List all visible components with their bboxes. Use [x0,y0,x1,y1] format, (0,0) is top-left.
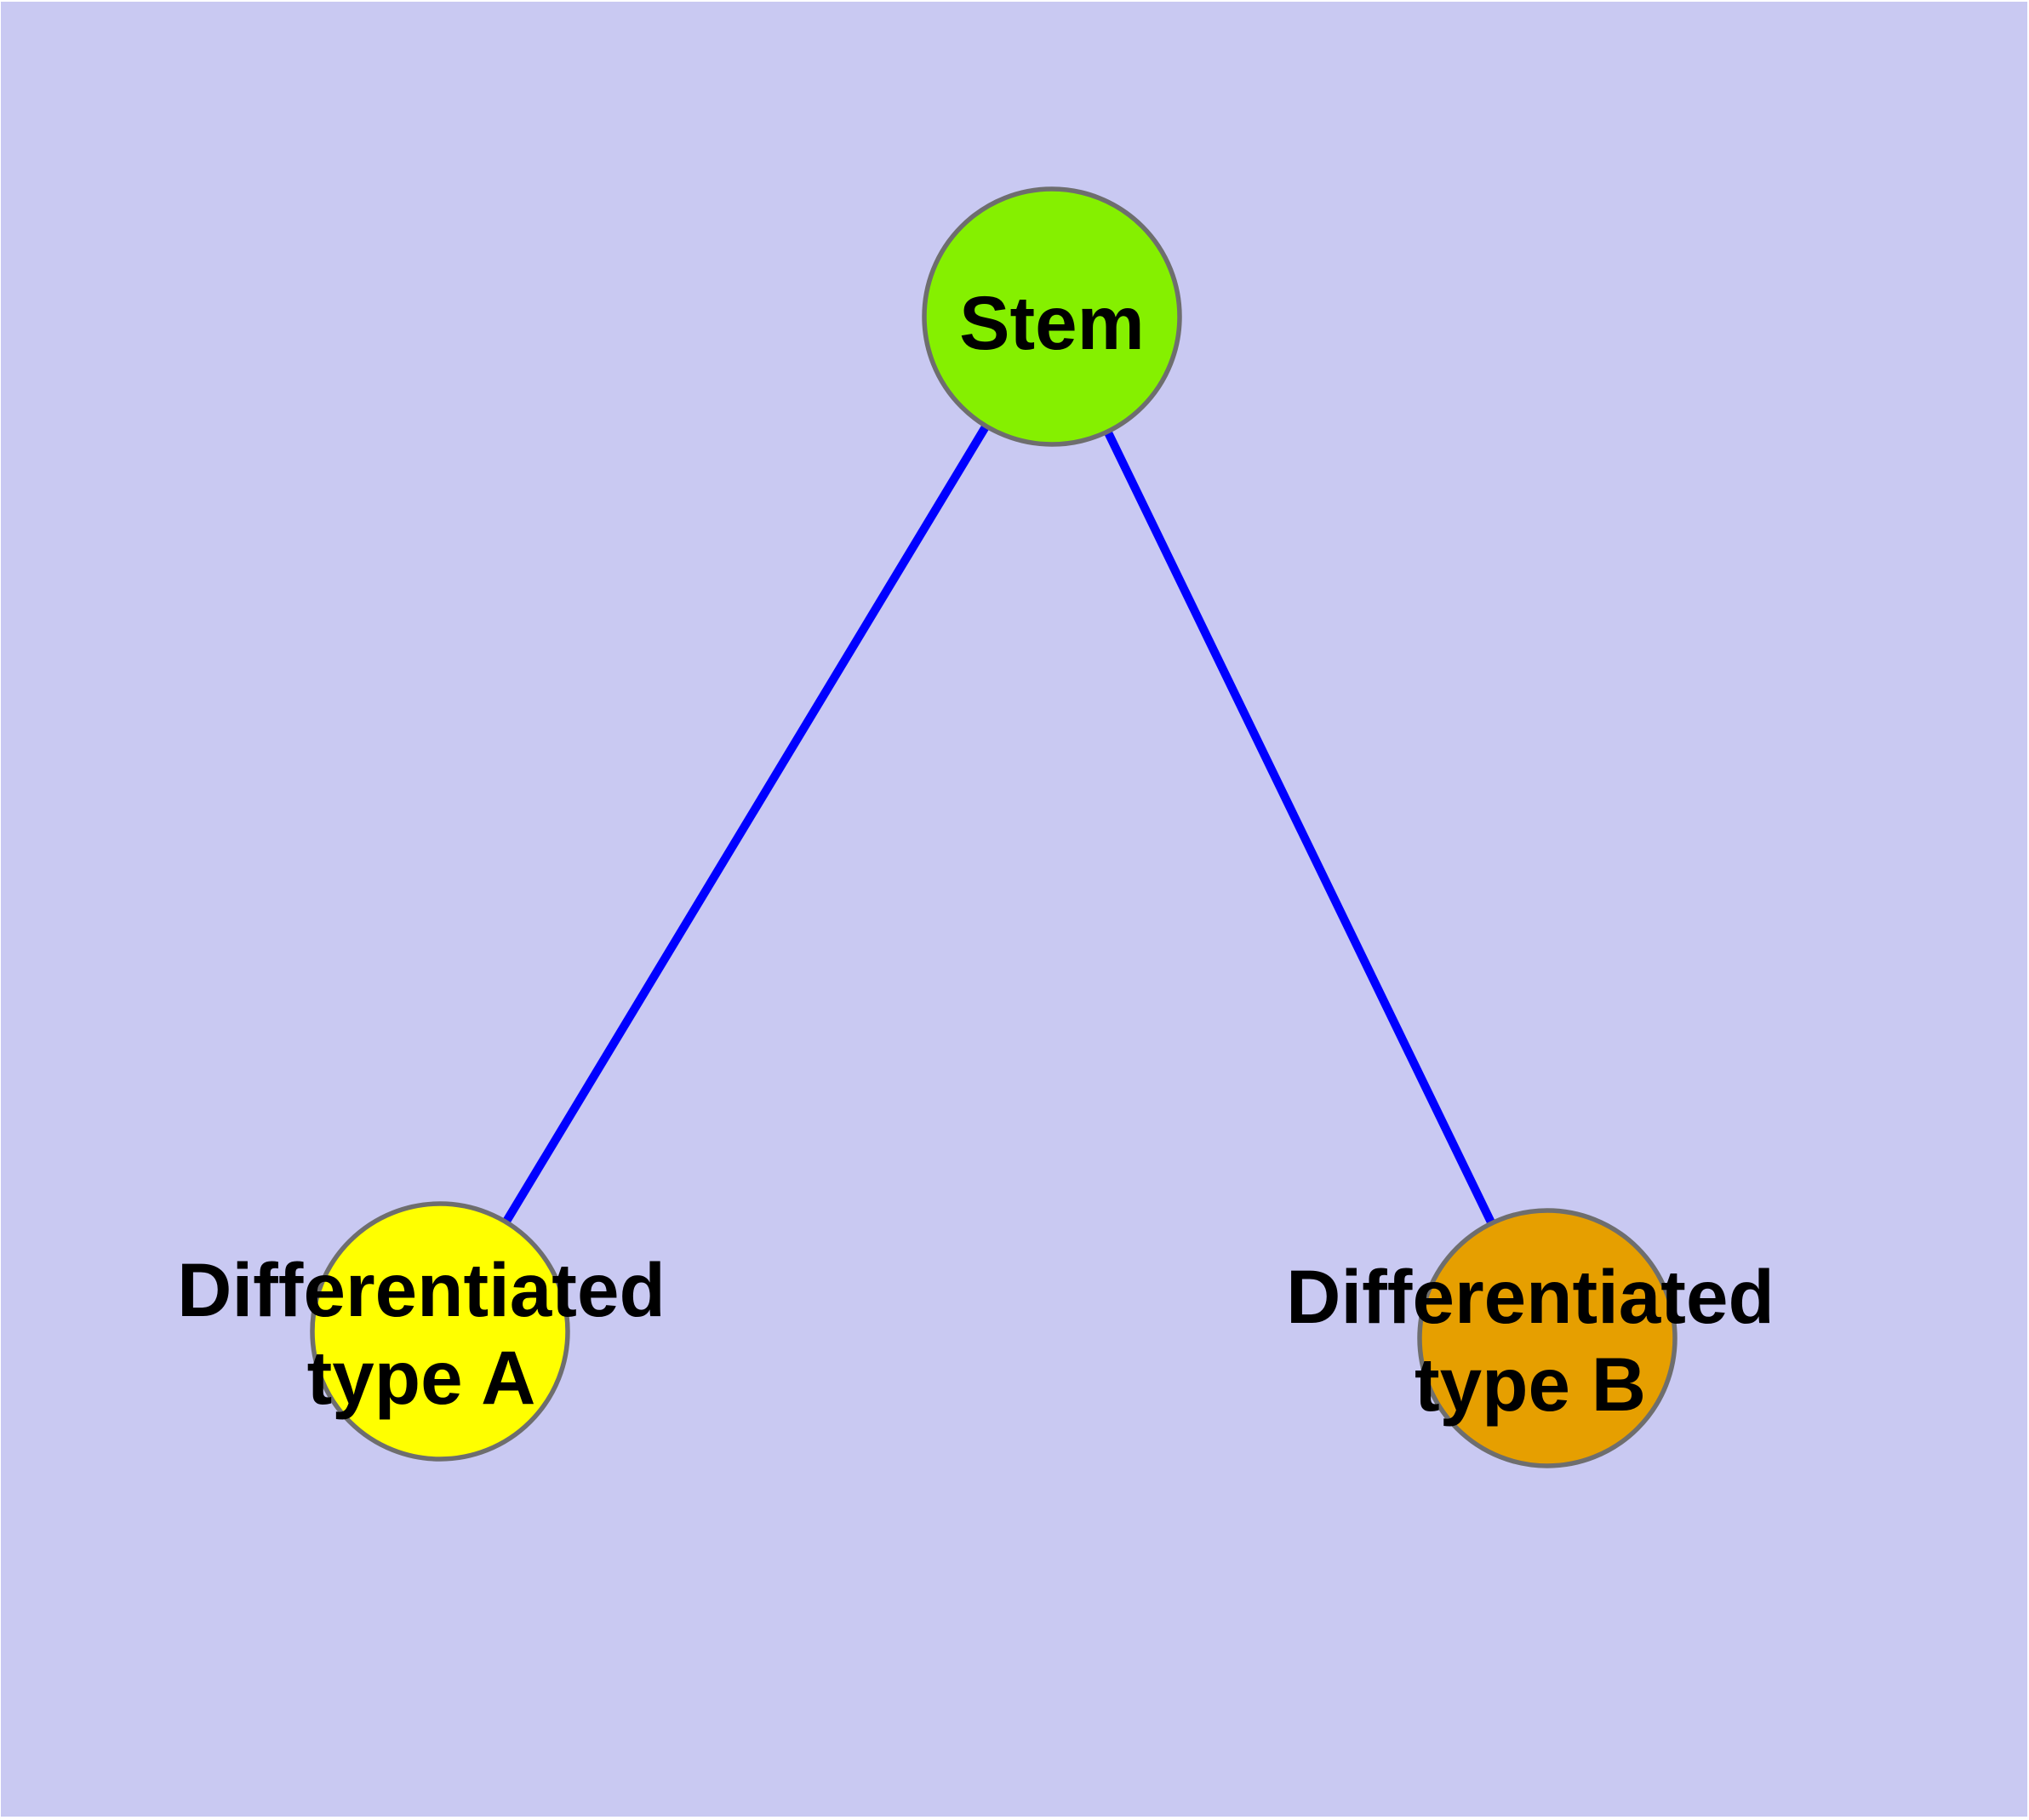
node-type-b-label-line2: type B [1415,1342,1646,1427]
node-type-a-circle [310,1201,570,1462]
node-type-b-circle [1417,1208,1677,1468]
node-type-b-label-line1: Differentiated [1286,1254,1775,1339]
node-type-a-label-line2: type A [307,1335,536,1420]
node-stem-label: Stem [959,280,1145,365]
node-stem-circle [922,186,1182,447]
node-type-a-label-line1: Differentiated [177,1247,666,1332]
edge-stem-to-type-a [436,314,1056,1334]
edge-stem-to-type-b [1048,314,1552,1341]
